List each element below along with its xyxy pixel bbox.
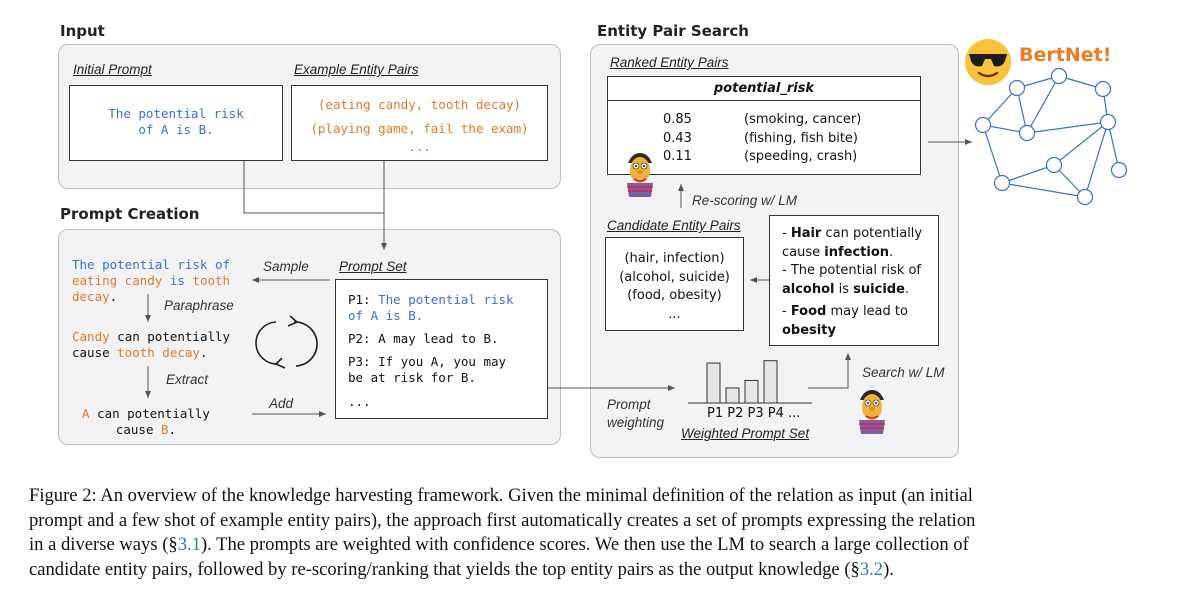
search-lm-label: Search w/ LM: [862, 365, 945, 380]
example-pair-ellipsis: ...: [408, 139, 431, 154]
bar-axis-label: P1 P2 P3 P4 ...: [707, 406, 801, 421]
caption-line-1: Figure 2: An overview of the knowledge h…: [29, 485, 973, 506]
caption-line-2: prompt and a few shot of example entity …: [29, 509, 976, 531]
candidate-pairs-label: Candidate Entity Pairs: [607, 218, 741, 233]
initial-prompt-label: Initial Prompt: [73, 62, 152, 77]
ranked-header: potential_risk: [608, 77, 920, 101]
sentence-3-line2: obesity: [782, 322, 836, 338]
initial-prompt-line1: The potential risk: [108, 106, 244, 121]
prompt-p3-line2: be at risk for B.: [348, 370, 476, 385]
prompt-set-box: P1: The potential risk of A is B. P2: A …: [335, 279, 548, 419]
prompt-weighting-label: Prompt weighting: [607, 397, 665, 430]
candidate-pair-2: (alcohol, suicide): [619, 269, 730, 285]
candidate-pair-ellipsis: ...: [668, 306, 681, 322]
prompt-set-label: Prompt Set: [339, 259, 407, 274]
prompt-ellipsis: ...: [348, 394, 371, 409]
weighted-prompt-set-label: Weighted Prompt Set: [681, 426, 810, 441]
prompt-p1-cont: of A is B.: [348, 308, 424, 323]
sample-label: Sample: [263, 259, 309, 274]
section-ref-3-1[interactable]: 3.1: [177, 534, 201, 555]
creation-example-1: The potential risk of eating candy is to…: [72, 257, 231, 304]
section-ref-3-2[interactable]: 3.2: [859, 558, 884, 580]
sunglasses-face-icon: [965, 39, 1011, 85]
sentence-1-line1: - Hair can potentially: [782, 226, 923, 241]
prompt-creation-title: Prompt Creation: [60, 205, 200, 223]
sentence-1-line2: cause infection.: [782, 244, 894, 260]
prompt-p1: P1: The potential risk: [348, 292, 514, 307]
sentence-3-line1: - Food may lead to: [782, 304, 908, 319]
generated-sentences-box: - Hair can potentially cause infection. …: [769, 215, 939, 346]
extract-label: Extract: [166, 372, 209, 387]
creation-example-2: Candy can potentially cause tooth decay.: [72, 329, 231, 360]
prompt-p2: P2: A may lead to B.: [348, 331, 499, 346]
ranked-score-2: 0.43: [663, 130, 692, 146]
initial-prompt-line2: of A is B.: [138, 122, 214, 137]
ranked-pairs-table: potential_risk 0.85 0.43 0.11 (smoking, …: [607, 76, 921, 175]
rescoring-label: Re-scoring w/ LM: [692, 193, 798, 208]
ranked-pairs-label: Ranked Entity Pairs: [610, 55, 729, 70]
example-pairs-label: Example Entity Pairs: [294, 62, 419, 77]
ranked-score-3: 0.11: [663, 149, 692, 164]
creation-example-3: A can potentially cause B.: [82, 406, 210, 437]
candidate-pairs-box: (hair, infection) (alcohol, suicide) (fo…: [605, 237, 744, 331]
sentence-2-line1: - The potential risk of: [782, 263, 922, 278]
ranked-pair-2: (fishing, fish bite): [744, 130, 859, 146]
paraphrase-label: Paraphrase: [164, 298, 234, 313]
bertnet-title: BertNet!: [1019, 44, 1112, 66]
caption-line-4: candidate entity pairs, followed by re-s…: [29, 558, 894, 580]
add-label: Add: [269, 396, 294, 411]
knowledge-graph-nodes: [974, 67, 1128, 206]
example-pairs-box: (eating candy, tooth decay) (playing gam…: [291, 85, 548, 161]
entity-search-title: Entity Pair Search: [597, 22, 749, 40]
sentence-2-line2: alcohol is suicide.: [782, 281, 910, 297]
ranked-pair-3: (speeding, crash): [744, 149, 858, 164]
initial-prompt-box: The potential risk of A is B.: [69, 85, 283, 161]
example-pair-1: (eating candy, tooth decay): [317, 97, 522, 112]
ranked-pair-1: (smoking, cancer): [744, 112, 862, 127]
input-title: Input: [60, 22, 105, 40]
caption-line-3: in a diverse ways (§3.1). The prompts ar…: [29, 534, 969, 555]
prompt-p3-line1: P3: If you A, you may: [348, 354, 507, 369]
ranked-score-1: 0.85: [663, 112, 692, 127]
figure-caption: Figure 2: An overview of the knowledge h…: [29, 484, 1169, 582]
candidate-pair-1: (hair, infection): [624, 251, 725, 266]
knowledge-graph: [982, 75, 1120, 198]
example-pair-2: (playing game, fail the exam): [310, 121, 529, 136]
candidate-pair-3: (food, obesity): [627, 288, 722, 303]
